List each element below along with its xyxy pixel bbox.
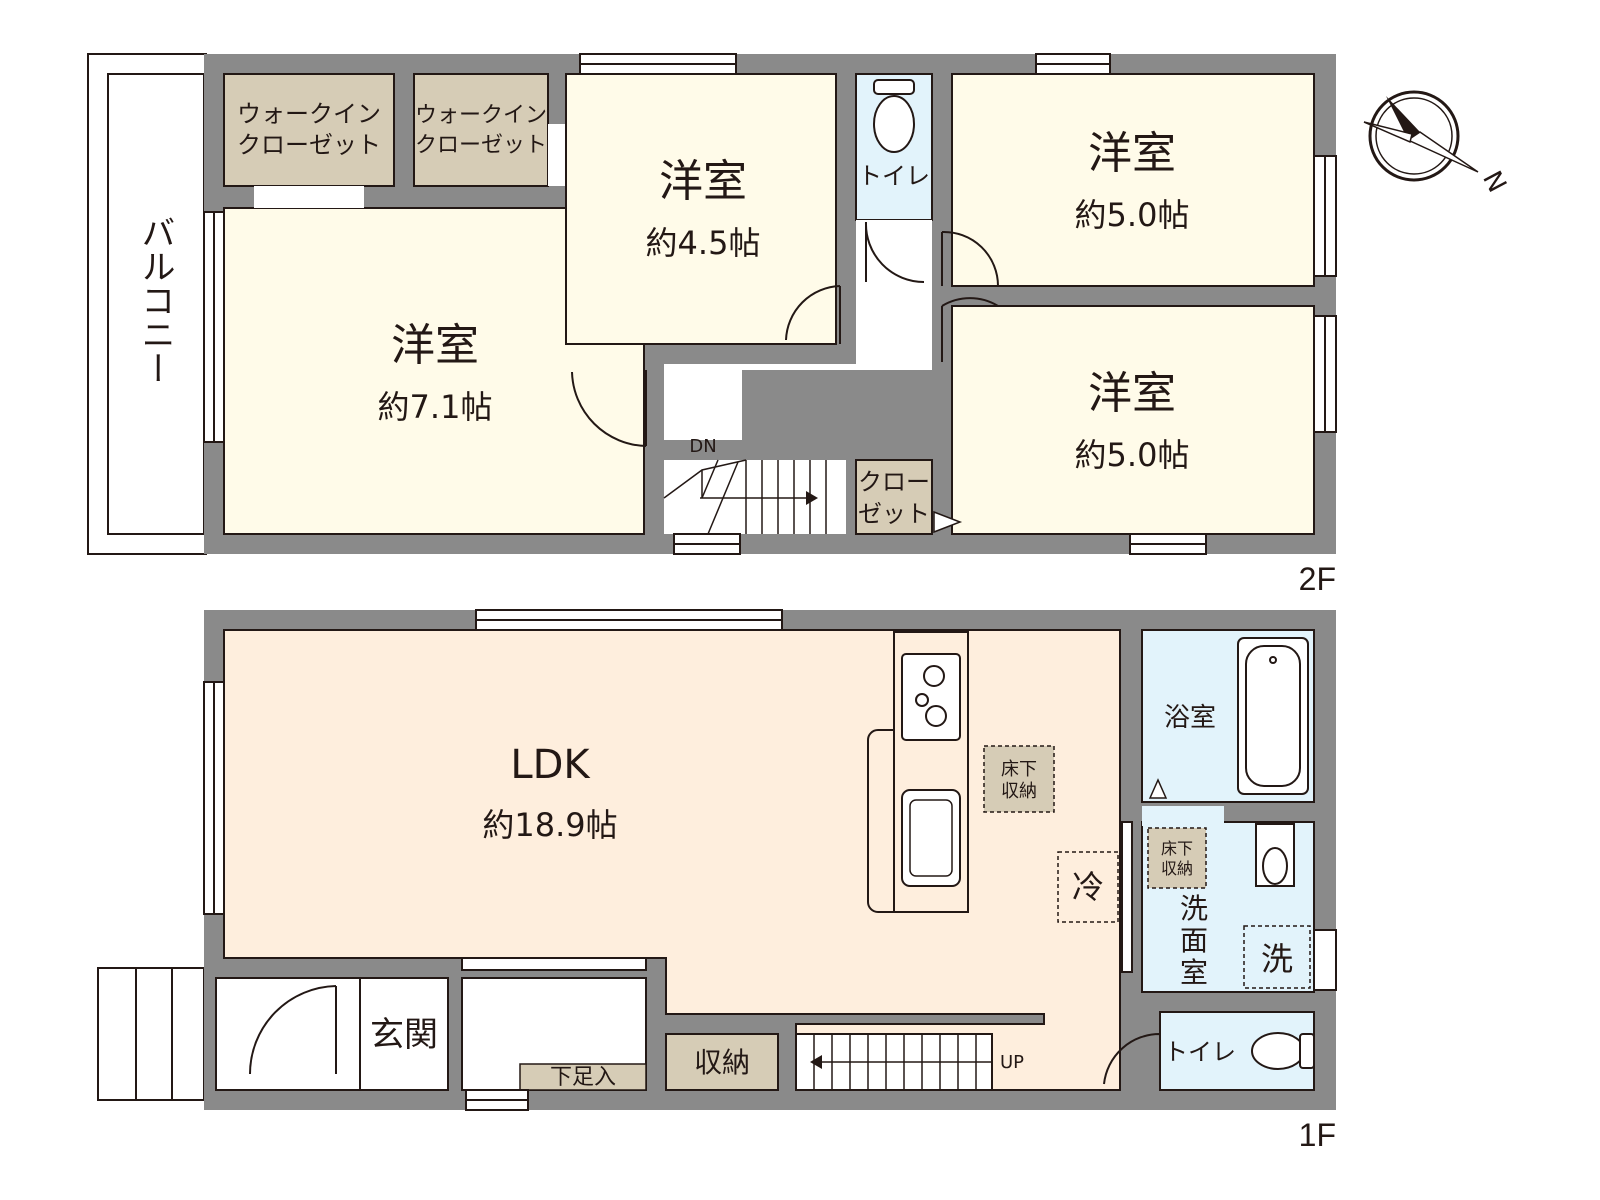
compass-north-label: N <box>1476 166 1512 197</box>
wic-2 <box>413 73 549 187</box>
stairs-dn-label: DN <box>689 436 716 457</box>
shoe-storage-label: 下足入 <box>550 1065 616 1090</box>
closet-2f-label-line1: クロー <box>858 468 930 496</box>
fridge-space <box>1057 851 1119 923</box>
washroom-line2: 面 <box>1180 924 1208 957</box>
room-se-size: 約5.0帖 <box>1075 436 1190 474</box>
underfloor-1-line2: 収納 <box>1001 781 1037 802</box>
floor-2-label: 2F <box>1299 561 1336 597</box>
windows-2f <box>203 53 1337 555</box>
bath-label: 浴室 <box>1164 703 1216 733</box>
toilet-2f-label: トイレ <box>858 162 930 190</box>
balcony-label: バルコニー <box>135 215 175 385</box>
storage-label: 収納 <box>694 1046 750 1079</box>
entrance-hall <box>215 977 361 1091</box>
room-center-name: 洋室 <box>659 156 747 207</box>
entrance-steps <box>97 967 205 1101</box>
kitchen-counter <box>867 631 969 913</box>
washer-space <box>1243 925 1311 989</box>
storage-1f <box>665 1033 779 1091</box>
underfloor-2-line1: 床下 <box>1161 839 1193 858</box>
washbasin <box>1255 823 1295 887</box>
toilet-fixture-1f <box>1251 1032 1315 1070</box>
stair-treads-2f <box>663 459 827 535</box>
stairs-up-label: UP <box>1000 1052 1024 1073</box>
washroom-line1: 洗 <box>1180 892 1208 925</box>
room-se-name: 洋室 <box>1088 368 1176 419</box>
room-center-size: 約4.5帖 <box>646 224 761 262</box>
floor-2: バルコニー <box>87 53 1337 597</box>
ldk-size: 約18.9帖 <box>482 806 617 844</box>
floor-1: UP 床下 収納 冷 浴室 <box>97 609 1337 1153</box>
wic-gap <box>548 124 566 186</box>
underfloor-1-line1: 床下 <box>1001 759 1037 780</box>
toilet-1f-label: トイレ <box>1164 1038 1236 1066</box>
floor-1-label: 1F <box>1299 1117 1336 1153</box>
closet-door-2f <box>933 510 963 534</box>
wic1-opening <box>254 186 364 208</box>
room-ne-size: 約5.0帖 <box>1075 196 1190 234</box>
entrance <box>359 977 449 1091</box>
bathtub <box>1237 637 1309 795</box>
closet-2f <box>855 459 933 535</box>
wic-2-label-line1: ウォークイン <box>415 103 547 128</box>
ldk-name: LDK <box>510 742 591 788</box>
windows-1f <box>203 609 1337 1111</box>
room-se <box>951 305 1315 535</box>
wic-2-label-line2: クローゼット <box>415 133 547 158</box>
closet-2f-label-line2: ゼット <box>858 500 930 528</box>
room-ne-name: 洋室 <box>1088 128 1176 179</box>
doors-1f <box>249 985 1161 1085</box>
underfloor-storage-2 <box>1147 827 1207 889</box>
underfloor-storage-1 <box>983 745 1055 813</box>
bath-door <box>1148 778 1168 799</box>
stairs-arrow-1f <box>810 1055 822 1069</box>
wic-1-label-line2: クローゼット <box>237 131 381 159</box>
compass-icon: N <box>1363 90 1512 198</box>
room-west-size: 約7.1帖 <box>378 388 493 426</box>
entrance-label: 玄関 <box>370 1015 438 1055</box>
room-ne <box>951 73 1315 287</box>
toilet-fixture-2f <box>873 79 915 153</box>
underfloor-2-line2: 収納 <box>1161 859 1193 878</box>
washer-label: 洗 <box>1261 940 1293 978</box>
balcony-inner <box>107 73 205 535</box>
washroom-notch <box>1142 806 1224 826</box>
wic-1-label-line1: ウォークイン <box>237 100 381 128</box>
room-west-name: 洋室 <box>391 320 479 371</box>
washroom-line3: 室 <box>1180 956 1208 989</box>
room-center <box>565 73 837 345</box>
stairs-2f <box>664 460 846 534</box>
stair-treads-1f <box>813 1034 992 1090</box>
stairs-arrow-2f <box>806 491 818 505</box>
shoe-storage <box>519 1063 647 1091</box>
fridge-label: 冷 <box>1072 868 1104 906</box>
kitchen-sink <box>901 789 961 887</box>
wic-1 <box>223 73 395 187</box>
doors-2f <box>571 221 999 447</box>
